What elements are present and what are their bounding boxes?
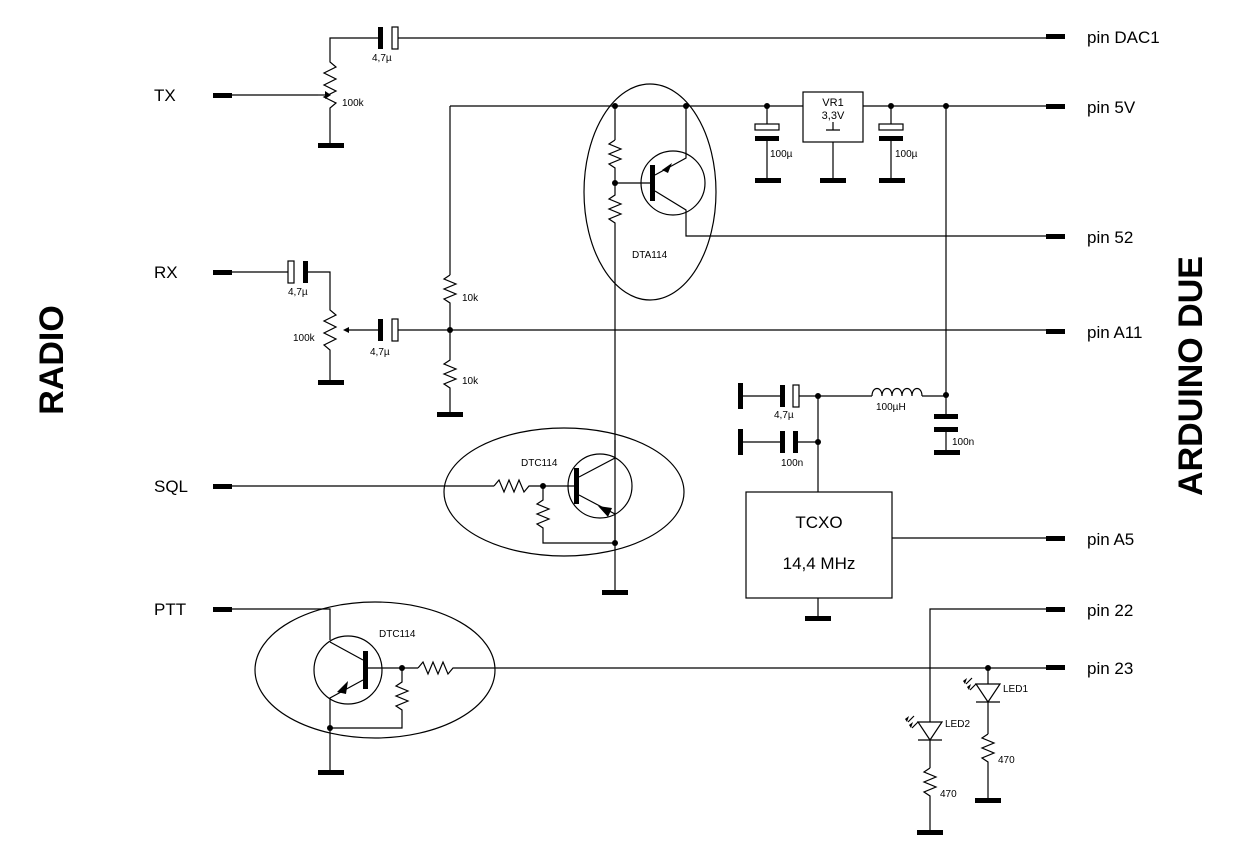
- led1-label: LED1: [1003, 684, 1028, 695]
- c-tcxo1-value: 4,7µ: [774, 410, 794, 421]
- arduino-pin-a11: pin A11: [1046, 323, 1142, 342]
- pin-a5-label: pin A5: [1087, 530, 1134, 549]
- cap-5v-100u: 100µ: [754, 106, 793, 183]
- led2-label: LED2: [945, 719, 970, 730]
- led2-circuit: LED2 470: [905, 608, 1046, 835]
- radio-pin-sql: SQL: [154, 477, 232, 496]
- voltage-regulator-vr1: VR1 3,3V: [802, 91, 864, 183]
- l1-value: 100µH: [876, 402, 906, 413]
- dtc114-ptt-label: DTC114: [379, 629, 416, 640]
- ptt-label: PTT: [154, 600, 186, 619]
- 5v-rail: [449, 103, 1046, 275]
- tx-label: TX: [154, 86, 176, 105]
- c-5v-value: 100µ: [770, 149, 793, 160]
- tcxo-supply-filter: 4,7µ 100n 100µH 100n: [738, 383, 974, 492]
- pin-dac1-label: pin DAC1: [1087, 28, 1160, 47]
- bias-divider: 10k 10k: [437, 274, 479, 417]
- radio-pin-tx: TX: [154, 86, 232, 105]
- ground-symbol: [318, 143, 344, 148]
- arduino-pin-22: pin 22: [1046, 601, 1133, 620]
- pin-22-label: pin 22: [1087, 601, 1133, 620]
- cap-33v-100u: 100µ: [878, 106, 918, 183]
- pin-23-label: pin 23: [1087, 659, 1133, 678]
- pin-52-label: pin 52: [1087, 228, 1133, 247]
- c-tcxo2-value: 100n: [781, 458, 803, 469]
- radio-pin-ptt: PTT: [154, 600, 232, 619]
- c-a11-value: 4,7µ: [370, 347, 390, 358]
- r-down-value: 10k: [462, 376, 479, 387]
- pot-tx-value: 100k: [342, 98, 365, 109]
- vr1-value: 3,3V: [822, 110, 845, 122]
- r-up-value: 10k: [462, 293, 479, 304]
- dta114-label: DTA114: [632, 250, 668, 261]
- c-tx-value: 4,7µ: [372, 53, 392, 64]
- radio-pin-rx: RX: [154, 263, 232, 282]
- radio-side-label: RADIO: [33, 305, 71, 415]
- c-l-value: 100n: [952, 437, 974, 448]
- tcxo-name: TCXO: [795, 513, 842, 532]
- r-led1-value: 470: [998, 755, 1015, 766]
- vr1-name: VR1: [822, 97, 843, 109]
- c-rx-value: 4,7µ: [288, 287, 308, 298]
- pin-a11-label: pin A11: [1087, 323, 1142, 342]
- c-33-value: 100µ: [895, 149, 918, 160]
- sql-label: SQL: [154, 477, 188, 496]
- transistor-dtc114-sql: DTC114: [232, 427, 685, 595]
- pot-rx-value: 100k: [293, 333, 316, 344]
- rx-circuit: 4,7µ 100k 4,7µ: [232, 260, 1046, 385]
- tx-circuit: 4,7µ 100k: [232, 26, 1046, 148]
- tcxo-oscillator: TCXO 14,4 MHz: [745, 491, 1046, 621]
- led1-circuit: LED1 470: [963, 665, 1028, 803]
- transistor-dtc114-ptt: DTC114: [232, 601, 1046, 775]
- arduino-pin-dac1: pin DAC1: [1046, 28, 1160, 47]
- r-led2-value: 470: [940, 789, 957, 800]
- dtc114-sql-label: DTC114: [521, 458, 558, 469]
- arduino-pin-52: pin 52: [1046, 228, 1133, 247]
- pin-5v-label: pin 5V: [1087, 98, 1136, 117]
- arduino-pin-a5: pin A5: [1046, 530, 1134, 549]
- tcxo-freq: 14,4 MHz: [783, 554, 856, 573]
- arduino-pin-23: pin 23: [1046, 659, 1133, 678]
- rx-label: RX: [154, 263, 178, 282]
- transistor-dta114: DTA114: [583, 83, 1046, 540]
- arduino-side-label: ARDUINO DUE: [1172, 256, 1210, 496]
- arduino-pin-5v: pin 5V: [1046, 98, 1136, 117]
